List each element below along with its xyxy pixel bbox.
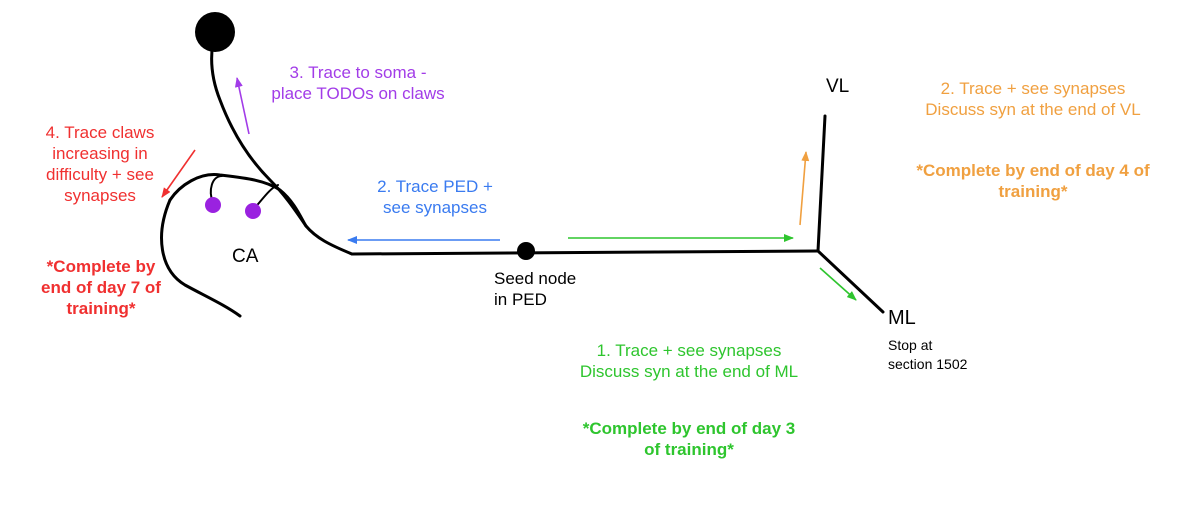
label-ca: CA <box>232 246 259 267</box>
seed-node-label: Seed node in PED <box>494 268 576 310</box>
step1-deadline-line-2: of training* <box>644 440 734 459</box>
step2-vl-deadline-line-1: *Complete by end of day 4 of <box>916 161 1150 180</box>
step4-line-4: synapses <box>64 186 136 205</box>
step4-deadline-line-3: training* <box>66 299 136 318</box>
step4-deadline: *Complete by end of day 7 of training* <box>22 256 180 319</box>
step3-line-1: 3. Trace to soma - <box>289 63 427 82</box>
step1-text: 1. Trace + see synapses Discuss syn at t… <box>552 340 826 382</box>
peduncle-branch <box>350 249 820 256</box>
claw-todo-dot-1 <box>205 197 221 213</box>
seed-node <box>517 242 535 260</box>
step4-line-3: difficulty + see <box>46 165 154 184</box>
red-arrow-claws <box>161 149 196 198</box>
step4-line-2: increasing in <box>52 144 148 163</box>
step2-vl-deadline-line-2: training* <box>998 182 1068 201</box>
claw-todo-dot-2 <box>245 203 261 219</box>
stop-line-2: section 1502 <box>888 356 968 372</box>
label-ml: ML <box>888 307 916 329</box>
step2-ped-line-1: 2. Trace PED + <box>377 177 493 196</box>
seed-line-1: Seed node <box>494 269 577 288</box>
seed-line-2: in PED <box>494 290 547 309</box>
step2-vl-text: 2. Trace + see synapses Discuss syn at t… <box>896 78 1170 120</box>
neuron-skeleton <box>160 40 885 318</box>
purple-arrow-soma <box>234 77 250 135</box>
step2-vl-line-1: 2. Trace + see synapses <box>940 79 1126 98</box>
step1-line-2: Discuss syn at the end of ML <box>579 362 799 381</box>
primary-neurite <box>210 40 354 256</box>
stop-label: Stop at section 1502 <box>888 336 967 374</box>
label-vl: VL <box>826 76 850 97</box>
step2-vl-line-2: Discuss syn at the end of VL <box>925 100 1141 119</box>
step1-deadline-line-1: *Complete by end of day 3 <box>582 419 796 438</box>
stop-line-1: Stop at <box>888 337 933 353</box>
soma <box>195 12 235 52</box>
step4-text: 4. Trace claws increasing in difficulty … <box>18 122 182 206</box>
step3-text: 3. Trace to soma - place TODOs on claws <box>250 62 466 104</box>
orange-arrow-vl <box>799 151 810 226</box>
step1-deadline: *Complete by end of day 3 of training* <box>548 418 830 460</box>
step3-line-2: place TODOs on claws <box>271 84 445 103</box>
calyx-upper <box>168 173 308 228</box>
step2-ped-line-2: see synapses <box>383 198 487 217</box>
step2-ped-text: 2. Trace PED + see synapses <box>360 176 510 218</box>
ml-branch <box>816 249 885 314</box>
calyx-outline <box>160 198 242 318</box>
vl-branch <box>816 114 827 253</box>
step2-vl-deadline: *Complete by end of day 4 of training* <box>890 160 1176 202</box>
step4-line-1: 4. Trace claws <box>45 123 155 142</box>
step4-deadline-line-1: *Complete by <box>46 257 156 276</box>
green-arrow-ml <box>819 267 857 301</box>
step1-line-1: 1. Trace + see synapses <box>596 341 782 360</box>
step4-deadline-line-2: end of day 7 of <box>41 278 161 297</box>
